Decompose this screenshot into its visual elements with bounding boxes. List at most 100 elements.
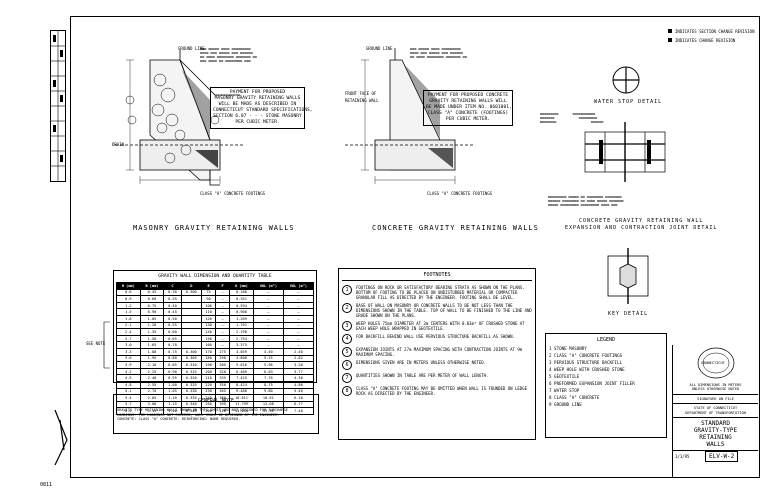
seal-text: CONNECTICUT (701, 361, 725, 365)
gravity-table-cell: 0.65 (163, 334, 182, 343)
gravity-table-cell: 0.95 (163, 374, 182, 382)
footnote-text: FOR BACKFILL BEHIND WALL USE PERVIOUS ST… (356, 334, 515, 339)
gravity-table-cell: 0.300 (180, 347, 203, 356)
gravity-table-cell: 1.95 (139, 354, 165, 363)
joint-detail-title: CONCRETE GRAVITY RETAINING WALL EXPANSIO… (565, 218, 718, 231)
gravity-table-cell: 0.45 (139, 288, 165, 297)
gravity-table-cell: 150 (201, 334, 217, 343)
gravity-table-cell: 1.269 (229, 314, 254, 323)
gravity-table-cell: — (215, 321, 231, 330)
footnote-number: 1 (342, 285, 352, 295)
gravity-table-header-cell: VOL (m³) (252, 282, 284, 290)
gravity-table-cell: 0.40 (163, 301, 182, 310)
gravity-table-cell: 0.305 (180, 354, 203, 363)
gravity-table-cell: 90 (201, 295, 217, 303)
gravity-table-cell: 0.9 (116, 295, 141, 303)
gravity-table-cell: 5.15 (252, 354, 284, 363)
general-note-text: GRAVITY TYPE RETAINING WALLS SHOWN ON TH… (117, 408, 288, 422)
gravity-table-cell: 0.80 (163, 354, 182, 363)
gravity-table-cell: — (252, 308, 284, 316)
gravity-table-cell: — (252, 288, 284, 297)
gravity-table-cell: 1.05 (139, 314, 165, 323)
gravity-table-cell: 1.2 (116, 301, 141, 310)
gravity-table-cell: 4.30 (282, 374, 315, 382)
gravity-table-cell: — (282, 321, 315, 330)
gravity-table-cell: 6.489 (229, 367, 254, 376)
concrete-title: CONCRETE GRAVITY RETAINING WALLS (372, 224, 539, 232)
footnote-text: FOOTINGS ON ROCK OR SATISFACTORY BEARING… (356, 285, 525, 300)
general-note-box: GENERAL NOTE GRAVITY TYPE RETAINING WALL… (113, 394, 319, 434)
bottom-left-code: 0811 (40, 482, 53, 488)
gravity-table-cell: 0.594 (229, 301, 254, 310)
gravity-table-cell: — (252, 314, 284, 323)
concrete-label-face: FRONT FACE OF RETAINING WALL (345, 91, 379, 103)
footnote-text: BASE OF WALL ON MASONRY OR CONCRETE WALL… (356, 303, 532, 318)
gravity-table-cell: 0.75 (163, 347, 182, 356)
gravity-table-cell: 2.25 (139, 367, 165, 376)
gravity-table-cell: 335 (215, 374, 231, 382)
gravity-table-cell: 160 (201, 341, 217, 349)
gravity-table-title: GRAVITY WALL DIMENSION AND QUANTITY TABL… (158, 274, 272, 279)
footnote-item: 1 FOOTINGS ON ROCK OR SATISFACTORY BEARIN… (342, 285, 532, 300)
gravity-table-cell: 1.701 (229, 321, 254, 330)
gravity-table-cell: 1.35 (139, 328, 165, 336)
footnote-number: 5 (342, 347, 352, 357)
note-square-icon (668, 29, 672, 33)
footnote-text: DIMENSIONS GIVEN ARE IN METERS UNLESS OT… (356, 360, 487, 365)
bottom-left-stamp (52, 400, 70, 470)
masonry-label-footing: CLASS "A" CONCRETE FOOTINGS (200, 191, 266, 196)
masonry-label-ground: GROUND LINE (178, 46, 205, 51)
gravity-table-cell: — (215, 341, 231, 349)
gravity-table-cell: 2.1 (116, 321, 141, 330)
dept-name: STATE OF CONNECTICUT DEPARTMENT OF TRANS… (673, 404, 758, 419)
gravity-table-cell: 2.4 (116, 328, 141, 336)
footnote-item: 5 EXPANSION JOINTS AT 27m MAXIMUM SPACING… (342, 347, 532, 357)
gravity-table-cell: 3.9 (116, 361, 141, 369)
gravity-table-header-cell: F (215, 282, 231, 290)
legend-item: 9 GROUND LINE (549, 402, 582, 407)
legend-item: 2 CLASS "A" CONCRETE FOOTINGS (549, 353, 623, 358)
gravity-table-cell: — (215, 301, 231, 310)
gravity-table-cell: — (282, 308, 315, 316)
gravity-table-cell: 0.180 (229, 288, 254, 297)
gravity-table-cell: — (282, 295, 315, 303)
gravity-table-cell: 0.50 (163, 314, 182, 323)
gravity-table-cell: 0.60 (163, 328, 182, 336)
gravity-table-cell: 170 (201, 347, 217, 356)
legend-title: LEGEND (596, 337, 616, 343)
approval-1: ALL DIMENSIONS IN METERS UNLESS OTHERWIS… (673, 381, 758, 395)
gravity-table-cell: 8.75 (252, 380, 284, 389)
gravity-table-cell: 200 (201, 367, 217, 376)
joint-callouts: ▬▬▬▬▬▬▬▬▬ ▬▬▬▬▬▬▬▬▬▬▬ ▬▬▬▬▬▬▬ ▬▬▬▬▬▬▬▬▬ … (540, 112, 604, 124)
masonry-label-drain: DRAIN (112, 142, 125, 147)
concrete-label-footing: CLASS "A" CONCRETE FOOTINGS (427, 191, 493, 196)
gravity-table-cell: 275 (215, 347, 231, 356)
footnote-number: 6 (342, 360, 352, 370)
gravity-table-cell: 3.6 (116, 354, 141, 363)
note-square-icon (668, 38, 672, 42)
gravity-table-cell: 2.196 (229, 328, 254, 336)
gravity-table-cell: 2.10 (139, 361, 165, 369)
gravity-table-cell: — (282, 341, 315, 349)
gravity-table-cell: 4.2 (116, 367, 141, 376)
gravity-table-box: GRAVITY WALL DIMENSION AND QUANTITY TABL… (113, 270, 317, 415)
footnote-text: EXPANSION JOINTS AT 27m MAXIMUM SPACING … (356, 347, 523, 357)
gravity-table-cell: — (282, 334, 315, 343)
gravity-table-cell: 4.5 (116, 374, 141, 382)
gravity-table-cell (180, 308, 203, 316)
gravity-table-cell: 0.345 (180, 407, 203, 415)
